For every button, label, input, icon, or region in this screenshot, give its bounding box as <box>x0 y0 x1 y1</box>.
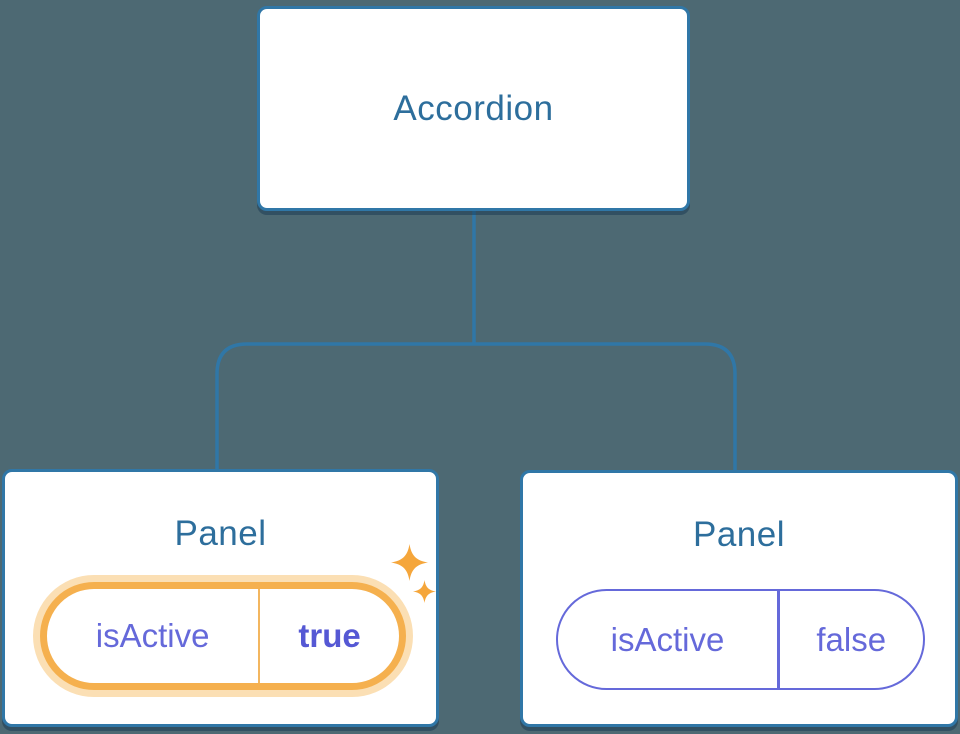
state-name-label: isActive <box>95 617 210 654</box>
node-panel-active: Panel isActive true <box>2 469 439 727</box>
pill-divider <box>258 589 261 683</box>
node-accordion: Accordion <box>257 6 690 211</box>
connector-branch <box>215 342 737 472</box>
state-value-label: true <box>298 617 361 654</box>
state-pill-inactive: isActive false <box>556 589 925 690</box>
state-pill-active: isActive true <box>40 582 406 690</box>
state-value-label: false <box>816 620 887 658</box>
pill-divider <box>777 591 780 688</box>
state-name-label: isActive <box>610 620 725 658</box>
sparkle-small-icon <box>413 580 436 603</box>
panel-title: Panel <box>174 514 267 553</box>
node-panel-inactive: Panel isActive false <box>520 470 958 727</box>
accordion-title: Accordion <box>393 88 554 128</box>
panel-title: Panel <box>692 515 786 554</box>
